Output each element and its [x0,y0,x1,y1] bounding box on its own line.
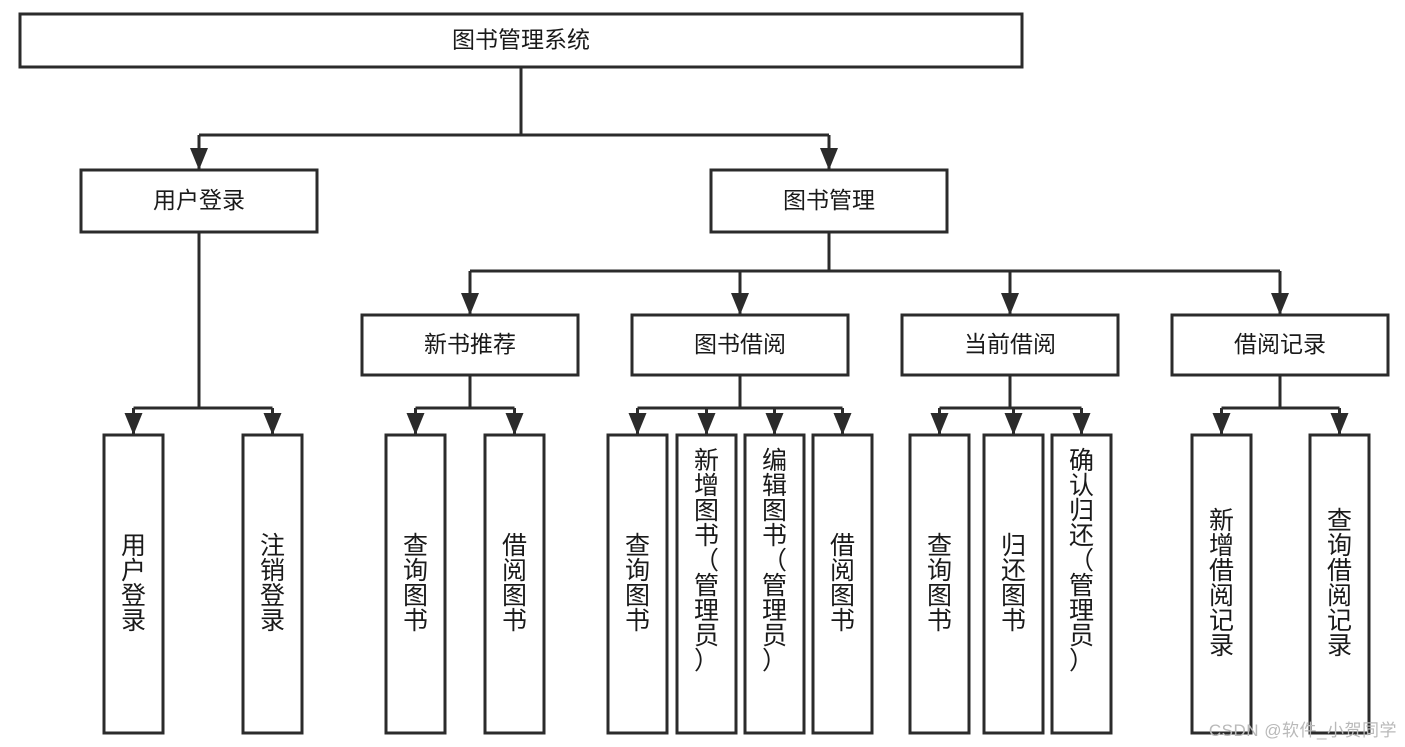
node-label: 编辑图书（管理员） [762,447,787,675]
node-box [908,433,971,735]
node-box [630,313,850,377]
node-leaf-query-book[interactable]: 查询图书 [606,433,669,735]
node-box [360,313,580,377]
node-leaf-edit-book[interactable]: 编辑图书（管理员） [743,433,806,735]
node-box [18,12,1024,69]
node-label: 图书管理 [783,187,875,213]
node-box [1050,433,1113,735]
arrow-head-icon [930,413,949,435]
node-box [1190,433,1253,735]
arrow-head-icon [731,293,749,315]
node-box [241,433,304,735]
node-label: 用户登录 [153,187,245,213]
node-leaf-add-record[interactable]: 新增借阅记录 [1190,433,1253,735]
arrow-head-icon [820,148,838,170]
node-book-manage[interactable]: 图书管理 [709,168,949,234]
node-label: 借阅图书 [502,532,527,635]
node-box [102,433,165,735]
node-label: 借阅记录 [1234,331,1326,357]
arrow-head-icon [461,293,479,315]
node-label: 当前借阅 [964,331,1056,357]
node-current-borrow[interactable]: 当前借阅 [900,313,1120,377]
node-leaf-borrow-book[interactable]: 借阅图书 [811,433,874,735]
arrow-head-icon [1330,413,1349,435]
node-box [675,433,738,735]
node-label: 新增借阅记录 [1209,507,1234,660]
node-label: 查询图书 [403,532,428,635]
arrow-head-icon [406,413,425,435]
arrow-head-icon [833,413,852,435]
node-leaf-return-book[interactable]: 归还图书 [982,433,1045,735]
arrow-head-icon [505,413,524,435]
node-leaf-user-login[interactable]: 用户登录 [102,433,165,735]
arrow-head-icon [1004,413,1023,435]
node-leaf-add-book[interactable]: 新增图书（管理员） [675,433,738,735]
node-label: 注销登录 [260,532,285,635]
node-label: 归还图书 [1001,532,1026,635]
node-box [79,168,319,234]
arrow-head-icon [1072,413,1091,435]
arrow-head-icon [697,413,716,435]
node-box [982,433,1045,735]
node-label: 图书借阅 [694,331,786,357]
arrow-head-icon [124,413,143,435]
node-box [743,433,806,735]
arrow-head-icon [765,413,784,435]
node-box [483,433,546,735]
node-leaf-query-book-rec[interactable]: 查询图书 [384,433,447,735]
node-label: 新增图书（管理员） [694,447,719,675]
node-new-book-rec[interactable]: 新书推荐 [360,313,580,377]
arrow-head-icon [1271,293,1289,315]
node-box [384,433,447,735]
node-leaf-borrow-book-rec[interactable]: 借阅图书 [483,433,546,735]
node-box [1170,313,1390,377]
node-label: 确认归还（管理员） [1069,447,1094,675]
arrow-head-icon [1212,413,1231,435]
arrow-head-icon [1001,293,1019,315]
node-leaf-confirm-return[interactable]: 确认归还（管理员） [1050,433,1113,735]
node-book-borrow[interactable]: 图书借阅 [630,313,850,377]
node-label: 借阅图书 [830,532,855,635]
node-label: 查询借阅记录 [1327,507,1352,660]
node-label: 新书推荐 [424,331,516,357]
arrow-head-icon [263,413,282,435]
node-leaf-logout[interactable]: 注销登录 [241,433,304,735]
node-box [811,433,874,735]
node-label: 查询图书 [625,532,650,635]
node-layer: 图书管理系统用户登录图书管理新书推荐图书借阅当前借阅借阅记录用户登录注销登录查询… [18,12,1390,735]
node-box [606,433,669,735]
node-user-login[interactable]: 用户登录 [79,168,319,234]
node-root[interactable]: 图书管理系统 [18,12,1024,69]
arrow-head-icon [190,148,208,170]
csdn-watermark: CSDN @软件_小贺同学 [1208,721,1397,740]
node-borrow-record[interactable]: 借阅记录 [1170,313,1390,377]
node-label: 查询图书 [927,532,952,635]
node-box [1308,433,1371,735]
node-label: 用户登录 [121,532,146,635]
node-leaf-query-cur[interactable]: 查询图书 [908,433,971,735]
node-label: 图书管理系统 [452,27,590,53]
node-box [709,168,949,234]
arrow-head-icon [628,413,647,435]
node-leaf-query-record[interactable]: 查询借阅记录 [1308,433,1371,735]
node-box [900,313,1120,377]
connector-layer [124,67,1349,435]
